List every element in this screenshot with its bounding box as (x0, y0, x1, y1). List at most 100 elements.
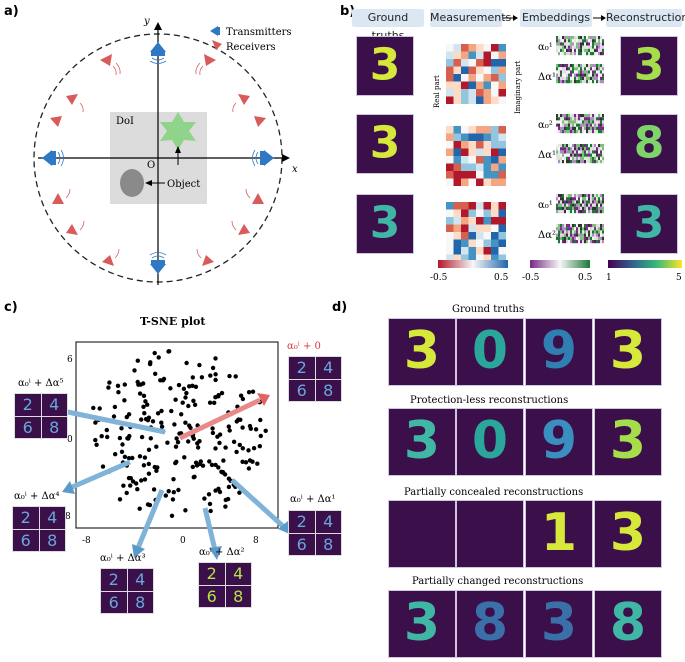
header-measurements: Measurements (430, 9, 511, 27)
embedding-cell (560, 80, 562, 84)
embedding-cell (576, 200, 578, 204)
tsne-point (183, 420, 188, 425)
embedding-cell (572, 233, 574, 237)
embedding-cell (584, 76, 586, 80)
tsne-point (207, 400, 213, 405)
embedding-cell (584, 156, 586, 160)
embedding-cell (558, 203, 560, 207)
embedding-cell (574, 194, 576, 198)
embedding-cell (566, 194, 568, 198)
tsne-point (134, 481, 139, 486)
embedding-cell (556, 197, 558, 201)
tsne-point (126, 475, 132, 481)
embedding-cell (566, 42, 568, 46)
tsne-point (141, 463, 147, 468)
embedding-cell (572, 123, 574, 127)
tsne-point (227, 428, 232, 433)
embedding-cell (600, 156, 602, 160)
heatmap-cell (446, 133, 454, 141)
embedding-cell (602, 160, 604, 164)
grid-digit: 8 (40, 415, 68, 439)
embedding-cell (582, 80, 584, 84)
doi-label: DoI (116, 116, 134, 127)
embedding-cell (582, 120, 584, 124)
b-gt-row1: 3 (356, 36, 414, 96)
heatmap-cell (476, 59, 484, 67)
heatmap-cell (461, 66, 469, 74)
embedding-cell (564, 160, 566, 164)
heatmap-cell (491, 96, 499, 104)
embedding-cell (592, 52, 594, 56)
heatmap-cell (468, 59, 476, 67)
tsne-point (250, 389, 256, 394)
embedding-cell (576, 117, 578, 121)
heatmap-cell (483, 178, 491, 186)
embedding-cell (588, 150, 590, 154)
tsne-point (210, 430, 216, 436)
tsne-point (240, 459, 245, 464)
embedding-cell (558, 160, 560, 164)
embedding-cell (566, 123, 568, 127)
embedding-cell (566, 130, 568, 134)
heatmap-cell (491, 202, 499, 210)
heatmap-cell (468, 126, 476, 134)
embedding-cell (594, 123, 596, 127)
embedding-cell (580, 45, 582, 49)
heatmap-cell (483, 217, 491, 225)
tsne-point (183, 395, 188, 400)
heatmap-cell (446, 96, 454, 104)
embedding-cell (574, 240, 576, 244)
embedding-cell (594, 210, 596, 214)
heatmap-cell (498, 44, 506, 52)
heatmap-cell (446, 171, 454, 179)
embedding-cell (584, 73, 586, 77)
embedding-cell (570, 117, 572, 121)
embedding-cell (586, 73, 588, 77)
grid-digit: 2 (100, 568, 128, 592)
heatmap-cell (468, 178, 476, 186)
heatmap-cell (491, 44, 499, 52)
embedding-cell (558, 153, 560, 157)
embedding-cell (602, 194, 604, 198)
embedding-cell (592, 233, 594, 237)
embedding-cell (578, 150, 580, 154)
embedding-cell (602, 48, 604, 52)
embedding-cell (592, 210, 594, 214)
embedding-cell (584, 227, 586, 231)
tsne-point (213, 377, 218, 383)
embedding-cell (556, 36, 558, 40)
embedding-cell (562, 210, 564, 214)
heatmap-cell (453, 74, 461, 82)
b-gt-row3: 3 (356, 194, 414, 254)
embedding-cell (576, 156, 578, 160)
embedding-cell (558, 42, 560, 46)
embedding-cell (578, 52, 580, 56)
grid-digit: 6 (12, 528, 40, 552)
embedding-cell (564, 240, 566, 244)
embedding-cell (584, 42, 586, 46)
tsne-point (181, 386, 187, 391)
embedding-cell (560, 123, 562, 127)
heatmap-cell (446, 44, 454, 52)
embedding-cell (558, 240, 560, 244)
embedding-cell (570, 240, 572, 244)
embedding-cell (576, 80, 578, 84)
embedding-cell (572, 224, 574, 228)
tsne-point (161, 376, 167, 382)
embedding-cell (592, 45, 594, 49)
heatmap-cell (491, 89, 499, 97)
embedding-cell (566, 210, 568, 214)
heatmap-cell (498, 59, 506, 67)
embedding-cell (578, 130, 580, 134)
tsne-point (231, 439, 237, 444)
tsne-point (145, 418, 151, 423)
d-image-r1c4: 3 (594, 318, 662, 386)
embedding-cell (578, 197, 580, 201)
embedding-cell (600, 150, 602, 154)
embedding-cell (580, 130, 582, 134)
embedding-cell (576, 233, 578, 237)
embedding-cell (588, 48, 590, 52)
embedding-cell (584, 126, 586, 130)
embedding-cell (590, 203, 592, 207)
embedding-cell (596, 45, 598, 49)
